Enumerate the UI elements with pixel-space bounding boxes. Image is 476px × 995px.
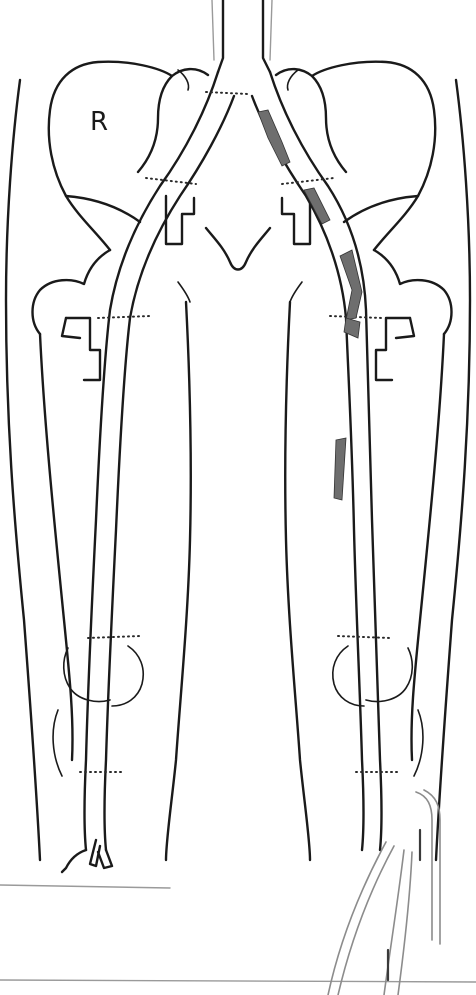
sheath-device (328, 790, 440, 995)
stenosis-lesions (258, 110, 362, 500)
pelvis (33, 62, 452, 334)
side-marker-label: R (90, 107, 108, 137)
aorta (218, 0, 270, 72)
arterial-tree (62, 72, 414, 872)
